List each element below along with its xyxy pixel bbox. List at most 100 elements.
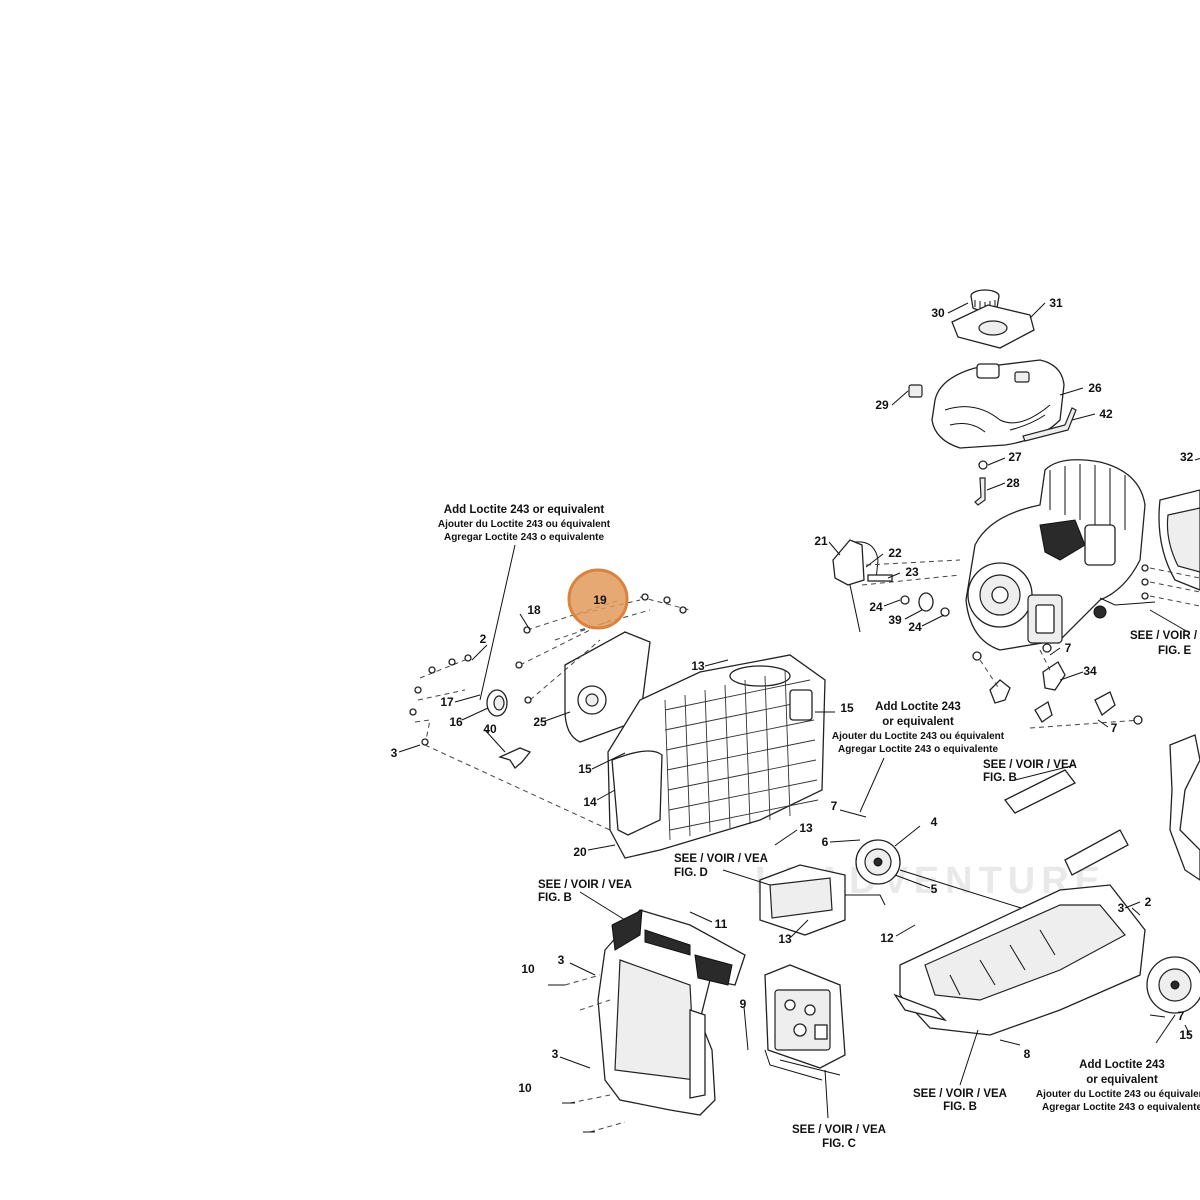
loctite-note-right: Add Loctite 243 or equivalent Ajouter du…	[1036, 1059, 1200, 1113]
callout-12[interactable]: 12	[880, 931, 894, 945]
callout-16[interactable]: 16	[449, 715, 463, 729]
callout-13-c[interactable]: 13	[778, 932, 792, 946]
see-fig-c-label: SEE / VOIR / VEA	[792, 1124, 886, 1136]
note-main-fr: Ajouter du Loctite 243 ou équivalent	[438, 519, 611, 530]
bolts-2-left	[409, 654, 611, 831]
callout-42[interactable]: 42	[1099, 407, 1113, 421]
callout-3-c[interactable]: 3	[552, 1047, 559, 1061]
note-main-es: Agregar Loctite 243 o equivalente	[444, 532, 604, 543]
callout-17[interactable]: 17	[440, 695, 454, 709]
control-panel-inverter	[764, 964, 846, 1081]
callout-9[interactable]: 9	[740, 997, 747, 1011]
module-fig-d	[759, 864, 886, 936]
front-panel	[597, 909, 746, 1116]
callout-6[interactable]: 6	[822, 835, 829, 849]
callout-4[interactable]: 4	[931, 815, 938, 829]
see-fig-d-label: SEE / VOIR / VEA	[674, 853, 768, 865]
see-fig-b-bottom-label: SEE / VOIR / VEA	[913, 1088, 1007, 1100]
callout-2-a[interactable]: 2	[480, 632, 487, 646]
side-panel	[607, 654, 826, 859]
see-fig-e-fig: FIG. E	[1158, 645, 1192, 657]
callout-32[interactable]: 32	[1180, 450, 1194, 464]
vent-valve	[908, 384, 923, 398]
callout-15-c[interactable]: 15	[1179, 1028, 1193, 1042]
note-right-fr: Ajouter du Loctite 243 ou équivalent	[1036, 1089, 1200, 1100]
handle-tubes	[1004, 734, 1200, 881]
see-fig-b-top-label: SEE / VOIR / VEA	[983, 759, 1077, 771]
callout-25[interactable]: 25	[533, 715, 547, 729]
screws-left-front	[548, 974, 626, 1133]
fuel-tank	[931, 359, 1065, 449]
callout-28[interactable]: 28	[1006, 476, 1020, 490]
callout-30[interactable]: 30	[931, 306, 945, 320]
carb-studs	[861, 559, 961, 617]
see-fig-c-fig: FIG. C	[822, 1138, 856, 1150]
callout-20[interactable]: 20	[573, 845, 587, 859]
callout-5[interactable]: 5	[931, 882, 938, 896]
callout-10-b[interactable]: 10	[518, 1081, 532, 1095]
callout-3-a[interactable]: 3	[391, 746, 398, 760]
callout-21[interactable]: 21	[814, 534, 828, 548]
see-fig-e: SEE / VOIR / V FIG. E	[1130, 630, 1200, 657]
callout-39[interactable]: 39	[888, 613, 902, 627]
callout-7-c[interactable]: 7	[831, 799, 838, 813]
callout-34[interactable]: 34	[1083, 664, 1097, 678]
callout-15-b[interactable]: 15	[578, 762, 592, 776]
bolts-right	[1141, 564, 1200, 607]
callout-14[interactable]: 14	[583, 795, 597, 809]
callout-15-a[interactable]: 15	[840, 701, 854, 715]
knob-16	[486, 689, 508, 717]
callout-11[interactable]: 11	[715, 917, 728, 931]
see-fig-c: SEE / VOIR / VEA FIG. C	[792, 1124, 886, 1150]
see-fig-b-bottom: SEE / VOIR / VEA FIG. B	[913, 1088, 1007, 1113]
callout-13-b[interactable]: 13	[799, 821, 813, 835]
see-fig-b-top-fig: FIG. B	[983, 772, 1017, 784]
callout-8[interactable]: 8	[1024, 1047, 1031, 1061]
callout-leaders	[398, 302, 1200, 1119]
note-right-es: Agregar Loctite 243 o equivalente	[1042, 1102, 1200, 1113]
callout-23[interactable]: 23	[905, 565, 919, 579]
wheel-right	[1146, 956, 1200, 1014]
see-fig-d-fig: FIG. D	[674, 867, 708, 879]
handle-40	[498, 747, 532, 769]
see-fig-b-left-label: SEE / VOIR / VEA	[538, 879, 632, 891]
see-fig-b-top: SEE / VOIR / VEA FIG. B	[983, 759, 1077, 784]
see-fig-d: SEE / VOIR / VEA FIG. D	[674, 853, 768, 879]
callout-31[interactable]: 31	[1049, 296, 1063, 310]
engine-assembly	[965, 459, 1146, 651]
callout-40[interactable]: 40	[483, 722, 497, 736]
callout-19-highlighted[interactable]: 19	[593, 593, 607, 607]
callout-3-b[interactable]: 3	[558, 953, 565, 967]
callout-24-a[interactable]: 24	[869, 600, 883, 614]
callout-3-d[interactable]: 3	[1118, 901, 1125, 915]
choke-assembly	[832, 539, 879, 633]
see-fig-b-left: SEE / VOIR / VEA FIG. B	[538, 879, 632, 904]
see-fig-b-bottom-fig: FIG. B	[943, 1101, 977, 1113]
callout-10-a[interactable]: 10	[521, 962, 535, 976]
see-fig-e-label: SEE / VOIR / V	[1130, 630, 1200, 642]
fuel-tank-cover	[951, 304, 1035, 349]
callout-2-b[interactable]: 2	[1145, 895, 1152, 909]
callout-27[interactable]: 27	[1008, 450, 1022, 464]
fuel-hose	[974, 477, 986, 506]
wheel-4	[855, 839, 901, 885]
callout-7-d[interactable]: 7	[1178, 1009, 1185, 1023]
note-mid-fr: Ajouter du Loctite 243 ou équivalent	[832, 731, 1005, 742]
loctite-note-mid: Add Loctite 243 or equivalent Ajouter du…	[832, 701, 1005, 755]
callout-22[interactable]: 22	[888, 546, 902, 560]
callout-7-a[interactable]: 7	[1065, 641, 1072, 655]
callout-18[interactable]: 18	[527, 603, 541, 617]
see-fig-b-left-fig: FIG. B	[538, 892, 572, 904]
callout-13-a[interactable]: 13	[691, 659, 705, 673]
callout-7-b[interactable]: 7	[1111, 721, 1118, 735]
note-right-en1: Add Loctite 243	[1079, 1059, 1165, 1071]
note-mid-es: Agregar Loctite 243 o equivalente	[838, 744, 998, 755]
fuel-clamp	[978, 460, 988, 470]
note-mid-en2: or equivalent	[882, 716, 954, 728]
bracket-plate	[564, 631, 651, 743]
callout-24-b[interactable]: 24	[908, 620, 922, 634]
highlight-circle[interactable]	[567, 568, 629, 630]
callout-29[interactable]: 29	[875, 398, 889, 412]
callout-26[interactable]: 26	[1088, 381, 1102, 395]
